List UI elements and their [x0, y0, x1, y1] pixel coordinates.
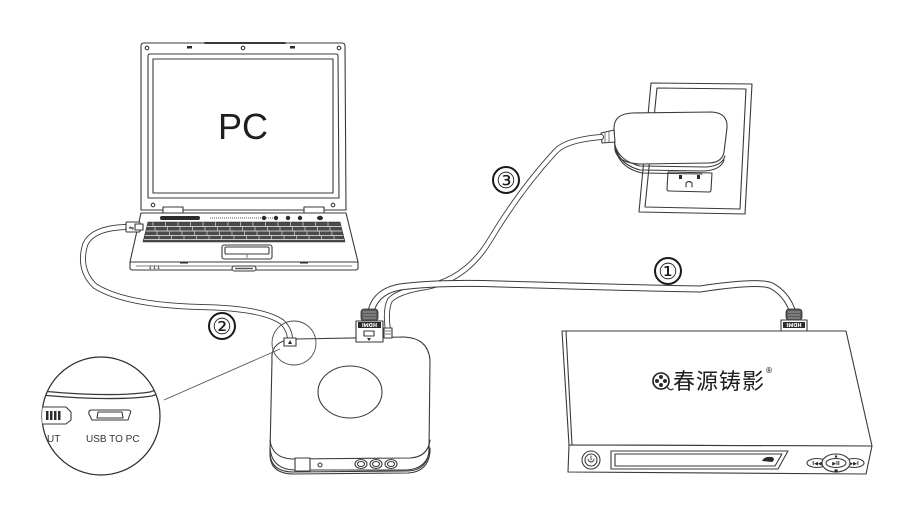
- usb-plug-capture-box: [283, 337, 297, 347]
- front-port-square: [294, 457, 311, 472]
- svg-text:①: ①: [658, 260, 678, 285]
- callout-line: [163, 348, 281, 401]
- player-controls: I◀◀ ▶▶I ▶II ▲ ■: [806, 453, 865, 473]
- connection-marker-3: ③: [492, 166, 520, 194]
- hdmi-plug-player: HDMI: [780, 308, 808, 332]
- outlet-slot-right: [697, 175, 700, 179]
- laptop-pc: PC: [125, 42, 359, 272]
- svg-text:⇋: ⇋: [129, 225, 134, 232]
- connection-marker-1: ①: [654, 257, 682, 285]
- usb-port-magnifier-ring: [271, 320, 317, 366]
- player-disc-tray: [610, 450, 789, 470]
- stop-button[interactable]: ■: [834, 468, 838, 473]
- svg-text:UT: UT: [47, 434, 60, 445]
- bluray-logo-icon: [762, 456, 774, 462]
- play-pause-button[interactable]: [825, 457, 847, 469]
- svg-text:③: ③: [496, 169, 516, 194]
- capture-box: HDMI: [269, 308, 431, 475]
- power-plug-capture-box: [383, 327, 393, 339]
- status-led-icons: ↓↓↓: [148, 265, 161, 271]
- player-brand-logo: 春源铸影 ®: [652, 366, 773, 395]
- outlet-slot-left: [679, 175, 682, 179]
- usb-cable: [80, 224, 293, 343]
- svg-text:HDMI: HDMI: [362, 321, 377, 327]
- player-power-button[interactable]: [581, 450, 601, 470]
- touchpad: [221, 244, 273, 260]
- power-cable: [383, 134, 604, 333]
- capture-box-top-disc: [317, 365, 383, 419]
- laptop-screen: [152, 58, 334, 194]
- usb-port-zoom-callout: UT USB TO PC: [41, 356, 161, 476]
- pc-screen-label: PC: [218, 106, 268, 147]
- usb-plug-laptop: ⇋: [125, 221, 144, 233]
- svg-text:②: ②: [212, 315, 232, 340]
- power-adapter: [600, 111, 728, 175]
- svg-text:USB TO PC: USB TO PC: [86, 434, 140, 445]
- laptop-keyboard: [142, 221, 346, 243]
- connection-marker-2: ②: [208, 312, 236, 340]
- brand-name: 春源铸影: [673, 370, 765, 395]
- hdmi-plug-capture-box: HDMI: [355, 308, 384, 343]
- film-reel-icon: [652, 372, 670, 390]
- av-jacks: [354, 458, 398, 470]
- speaker-grille: [160, 216, 200, 220]
- svg-text:▶▶I: ▶▶I: [849, 461, 859, 467]
- svg-text:↓↓↓: ↓↓↓: [148, 265, 161, 271]
- dvd-player: I◀◀ ▶▶I ▶II ▲ ■ 春源铸影 ®: [561, 308, 873, 475]
- hdmi-cable: [366, 279, 799, 324]
- svg-text:▶II: ▶II: [832, 461, 840, 467]
- eject-button[interactable]: ▲: [834, 453, 838, 458]
- registered-mark: ®: [765, 366, 773, 375]
- svg-text:HDMI: HDMI: [786, 321, 801, 327]
- svg-text:I◀◀: I◀◀: [812, 461, 822, 467]
